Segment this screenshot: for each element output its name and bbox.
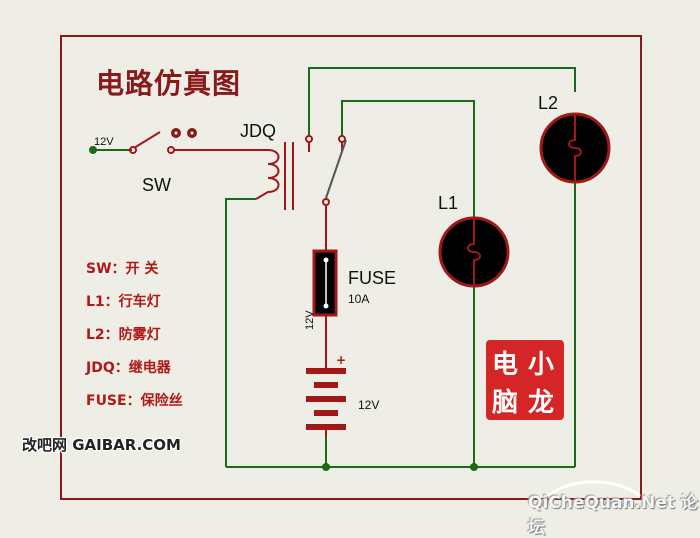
seal-char-2: 龙 [528, 388, 555, 418]
seal-char-1: 小 [528, 350, 555, 380]
fuse-label: FUSE [348, 268, 397, 288]
relay-label: JDQ [240, 121, 276, 141]
switch-label: SW [142, 175, 171, 195]
lamp2-label: L2 [538, 93, 559, 113]
seal-stamp: 小 龙 电 脑 [486, 340, 564, 420]
watermark-qichequan: QiCheQuan.Net 论坛 [528, 493, 698, 538]
relay-contact-upper-wire [308, 67, 576, 136]
switch-sw [128, 128, 256, 154]
legend-item-jdq: JDQ：继电器 [86, 360, 171, 376]
coil-return-wire [225, 198, 256, 467]
seal-char-4: 脑 [492, 388, 519, 418]
battery: + [306, 353, 346, 437]
seal-char-3: 电 [492, 350, 519, 380]
circuit-diagram: + [60, 35, 642, 505]
relay-jdq [255, 135, 347, 251]
fuse-rating-label: 10A [348, 292, 370, 306]
diagram-title: 电路仿真图 [96, 67, 242, 100]
legend-item-l2: L2：防雾灯 [86, 327, 161, 343]
lamp-l2 [539, 112, 611, 184]
ground-junction-2 [470, 463, 478, 471]
watermark-car-outline [538, 480, 641, 505]
fuse [312, 249, 338, 368]
component-legend: SW：开 关 L1：行车灯 L2：防雾灯 JDQ：继电器 FUSE：保险丝 [86, 258, 226, 423]
diagram-frame [60, 35, 642, 500]
watermark-gaibar: 改吧网 GAIBAR.COM [22, 436, 181, 454]
battery-voltage-label: 12V [358, 398, 380, 412]
legend-item-sw: SW：开 关 [86, 261, 159, 277]
wire-voltage-label: 12V [304, 310, 316, 330]
supply-voltage-label: 12V [94, 136, 114, 148]
lamp1-label: L1 [438, 193, 459, 213]
legend-item-fuse: FUSE：保险丝 [86, 393, 183, 409]
wires [93, 67, 576, 468]
supply-terminal [89, 146, 97, 154]
battery-plus-sign: + [336, 353, 346, 367]
ground-junction-1 [322, 463, 330, 471]
lamp-l1 [438, 216, 510, 288]
legend-item-l1: L1：行车灯 [86, 294, 161, 310]
relay-contact-lower-wire [341, 100, 475, 218]
